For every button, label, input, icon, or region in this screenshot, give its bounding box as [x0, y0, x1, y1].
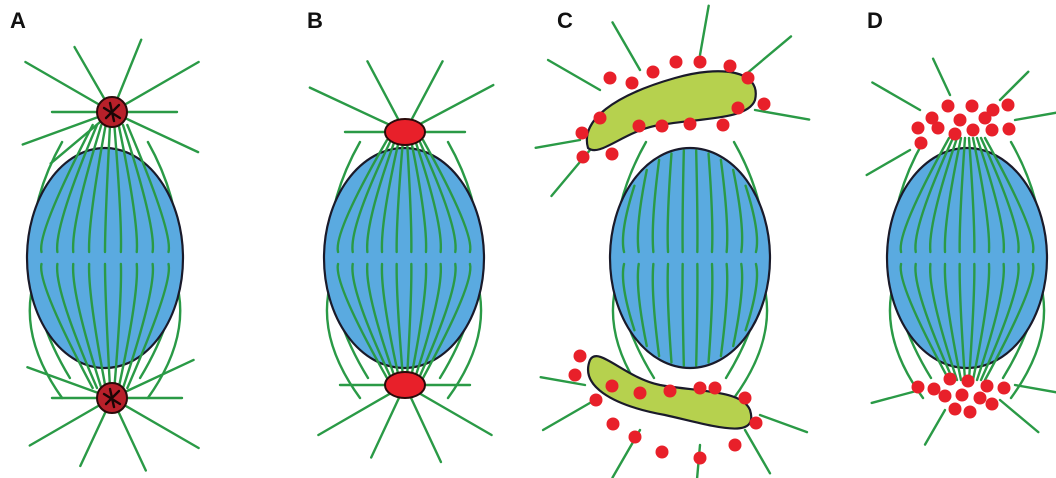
interior-fibre	[696, 264, 697, 365]
red-dot	[949, 128, 962, 141]
red-dot	[964, 406, 977, 419]
astral-ray	[745, 430, 770, 473]
astral-ray	[872, 390, 920, 403]
red-dot	[656, 446, 669, 459]
astral-ray	[548, 60, 600, 90]
red-dot	[954, 114, 967, 127]
red-dot	[670, 56, 683, 69]
astral-ray	[1015, 385, 1056, 393]
astral-ray	[543, 400, 595, 430]
red-dot	[604, 72, 617, 85]
red-dot	[684, 118, 697, 131]
interior-fibre	[683, 151, 684, 252]
red-dot	[962, 375, 975, 388]
red-dot	[942, 100, 955, 113]
red-dot	[944, 373, 957, 386]
red-dot	[656, 120, 669, 133]
red-dot	[915, 137, 928, 150]
pole-bottom	[385, 372, 425, 398]
red-dot	[569, 369, 582, 382]
astral-ray	[872, 83, 920, 111]
red-dot	[729, 439, 742, 452]
red-dot	[717, 119, 730, 132]
red-dot	[647, 66, 660, 79]
astral-ray	[1000, 72, 1028, 100]
red-dot	[986, 398, 999, 411]
spindle-body	[887, 148, 1047, 368]
red-dot	[998, 382, 1011, 395]
red-dot	[694, 452, 707, 465]
red-dot	[709, 382, 722, 395]
spindle-body	[27, 148, 183, 368]
astral-ray	[745, 36, 791, 75]
red-dot	[912, 122, 925, 135]
astral-ray	[755, 110, 809, 120]
red-dot	[966, 100, 979, 113]
red-dot	[939, 390, 952, 403]
red-dot	[928, 383, 941, 396]
red-dot	[574, 350, 587, 363]
spindle-body	[610, 148, 770, 368]
red-dot	[626, 77, 639, 90]
red-dot	[590, 394, 603, 407]
red-dot	[967, 124, 980, 137]
interior-fibre	[696, 151, 697, 252]
red-dot	[974, 392, 987, 405]
red-dot	[1003, 123, 1016, 136]
spindle-body	[324, 148, 484, 368]
panel-a	[23, 40, 199, 471]
red-dot	[739, 392, 752, 405]
red-dot	[664, 385, 677, 398]
red-dot	[594, 112, 607, 125]
red-dot	[742, 72, 755, 85]
red-dot	[576, 127, 589, 140]
astral-ray	[700, 6, 709, 55]
astral-ray	[760, 415, 807, 432]
astral-ray	[613, 22, 641, 70]
red-dot	[606, 380, 619, 393]
red-dot	[694, 56, 707, 69]
red-dot	[1002, 99, 1015, 112]
astral-ray	[867, 150, 910, 175]
red-dot	[634, 387, 647, 400]
red-dot	[577, 151, 590, 164]
astral-ray	[1000, 400, 1038, 432]
astral-ray	[1015, 111, 1056, 120]
red-dot	[629, 431, 642, 444]
astral-ray	[933, 59, 950, 95]
interior-fibre	[683, 264, 684, 365]
astral-ray	[536, 140, 580, 148]
red-dot	[986, 124, 999, 137]
panel-b	[310, 61, 493, 462]
red-dot	[981, 380, 994, 393]
red-dot	[694, 382, 707, 395]
red-dot	[912, 381, 925, 394]
red-dot	[606, 148, 619, 161]
red-dot	[607, 418, 620, 431]
panel-d	[867, 59, 1056, 445]
red-dot	[949, 403, 962, 416]
red-dot	[758, 98, 771, 111]
pole-top	[385, 119, 425, 145]
red-dot	[932, 122, 945, 135]
red-dot	[732, 102, 745, 115]
astral-ray	[925, 410, 945, 445]
red-dot	[724, 60, 737, 73]
red-dot	[633, 120, 646, 133]
red-dot	[750, 417, 763, 430]
red-dot	[979, 112, 992, 125]
panel-c	[536, 6, 809, 478]
red-dot	[956, 389, 969, 402]
